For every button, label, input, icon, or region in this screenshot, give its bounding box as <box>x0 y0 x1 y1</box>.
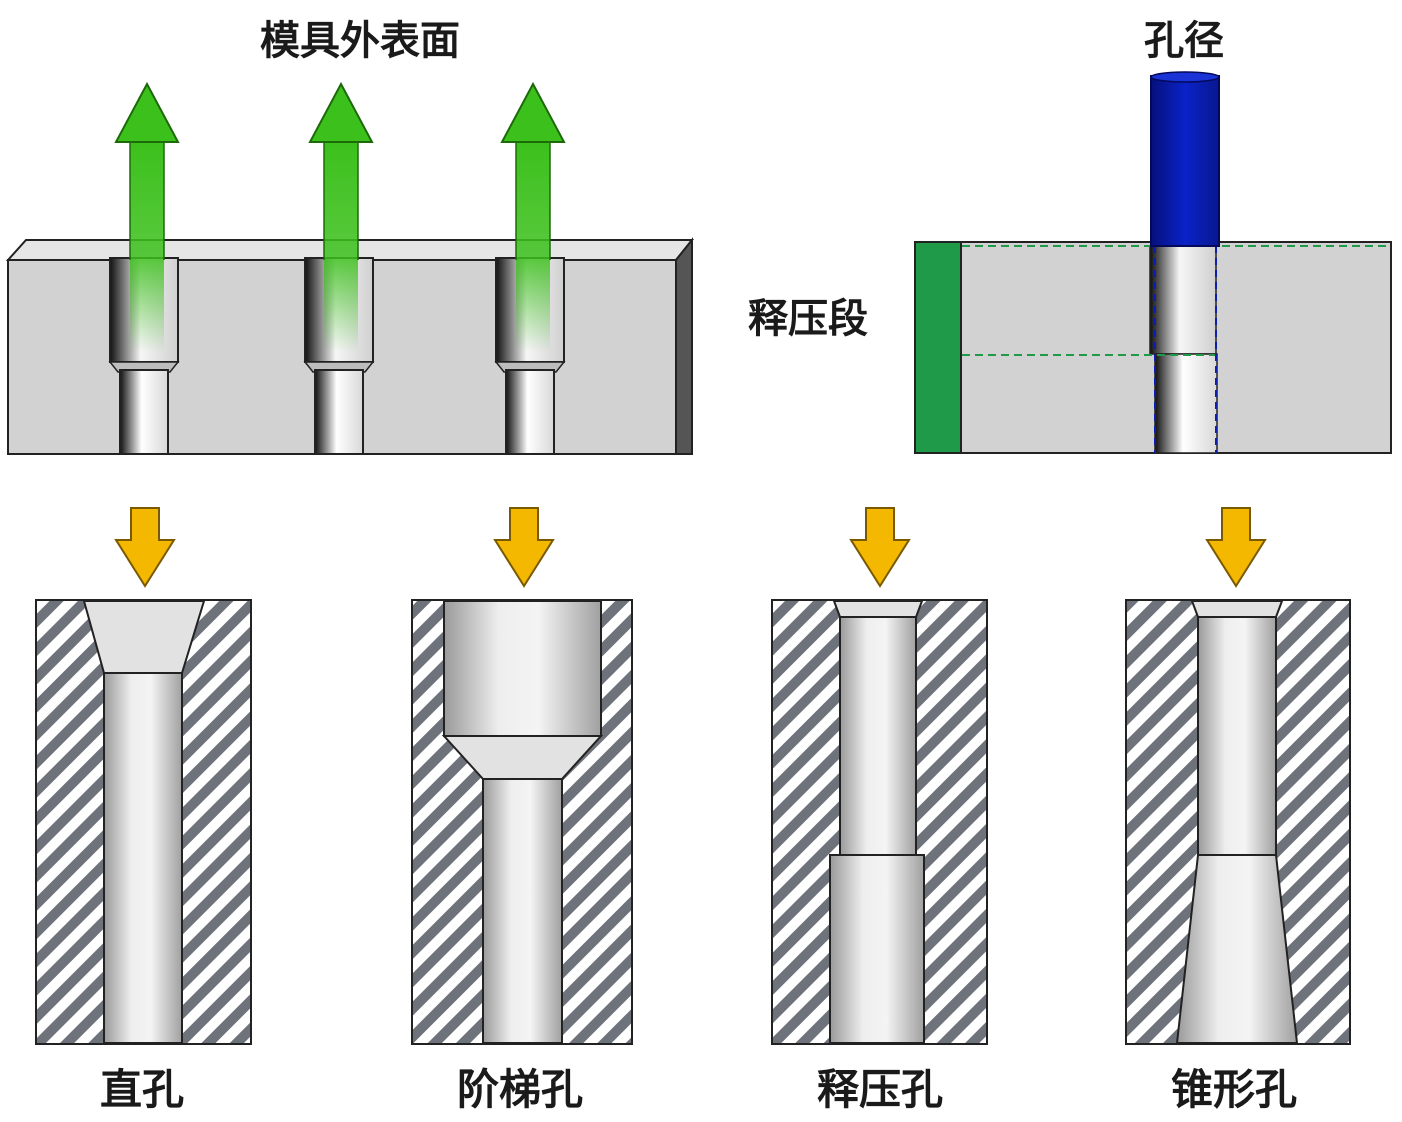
section-straight-hole <box>35 599 252 1045</box>
relief-section-label: 释压段 <box>748 296 868 342</box>
flow-arrow-2 <box>308 81 374 352</box>
down-arrow-1 <box>114 507 176 588</box>
section-tapered-hole <box>1125 599 1351 1045</box>
label-tapered-hole: 锥形孔 <box>1171 1065 1297 1114</box>
label-relief-hole: 释压孔 <box>817 1065 943 1114</box>
hole-diameter-label: 孔径 <box>1144 18 1224 64</box>
down-arrow-4 <box>1205 507 1267 588</box>
section-stepped-hole <box>411 599 633 1045</box>
hole-3 <box>494 257 566 455</box>
section-relief-hole <box>771 599 988 1045</box>
label-straight-hole: 直孔 <box>100 1065 184 1114</box>
mold-surface-label: 模具外表面 <box>260 18 460 64</box>
pin <box>1150 75 1220 247</box>
relief-detail <box>914 71 1392 454</box>
down-arrow-3 <box>849 507 911 588</box>
down-arrow-2 <box>493 507 555 588</box>
label-stepped-hole: 阶梯孔 <box>457 1065 583 1114</box>
flow-arrow-3 <box>500 81 566 352</box>
flow-arrow-1 <box>114 81 180 352</box>
mold-block-with-holes <box>5 81 695 455</box>
relief-band <box>914 241 962 454</box>
